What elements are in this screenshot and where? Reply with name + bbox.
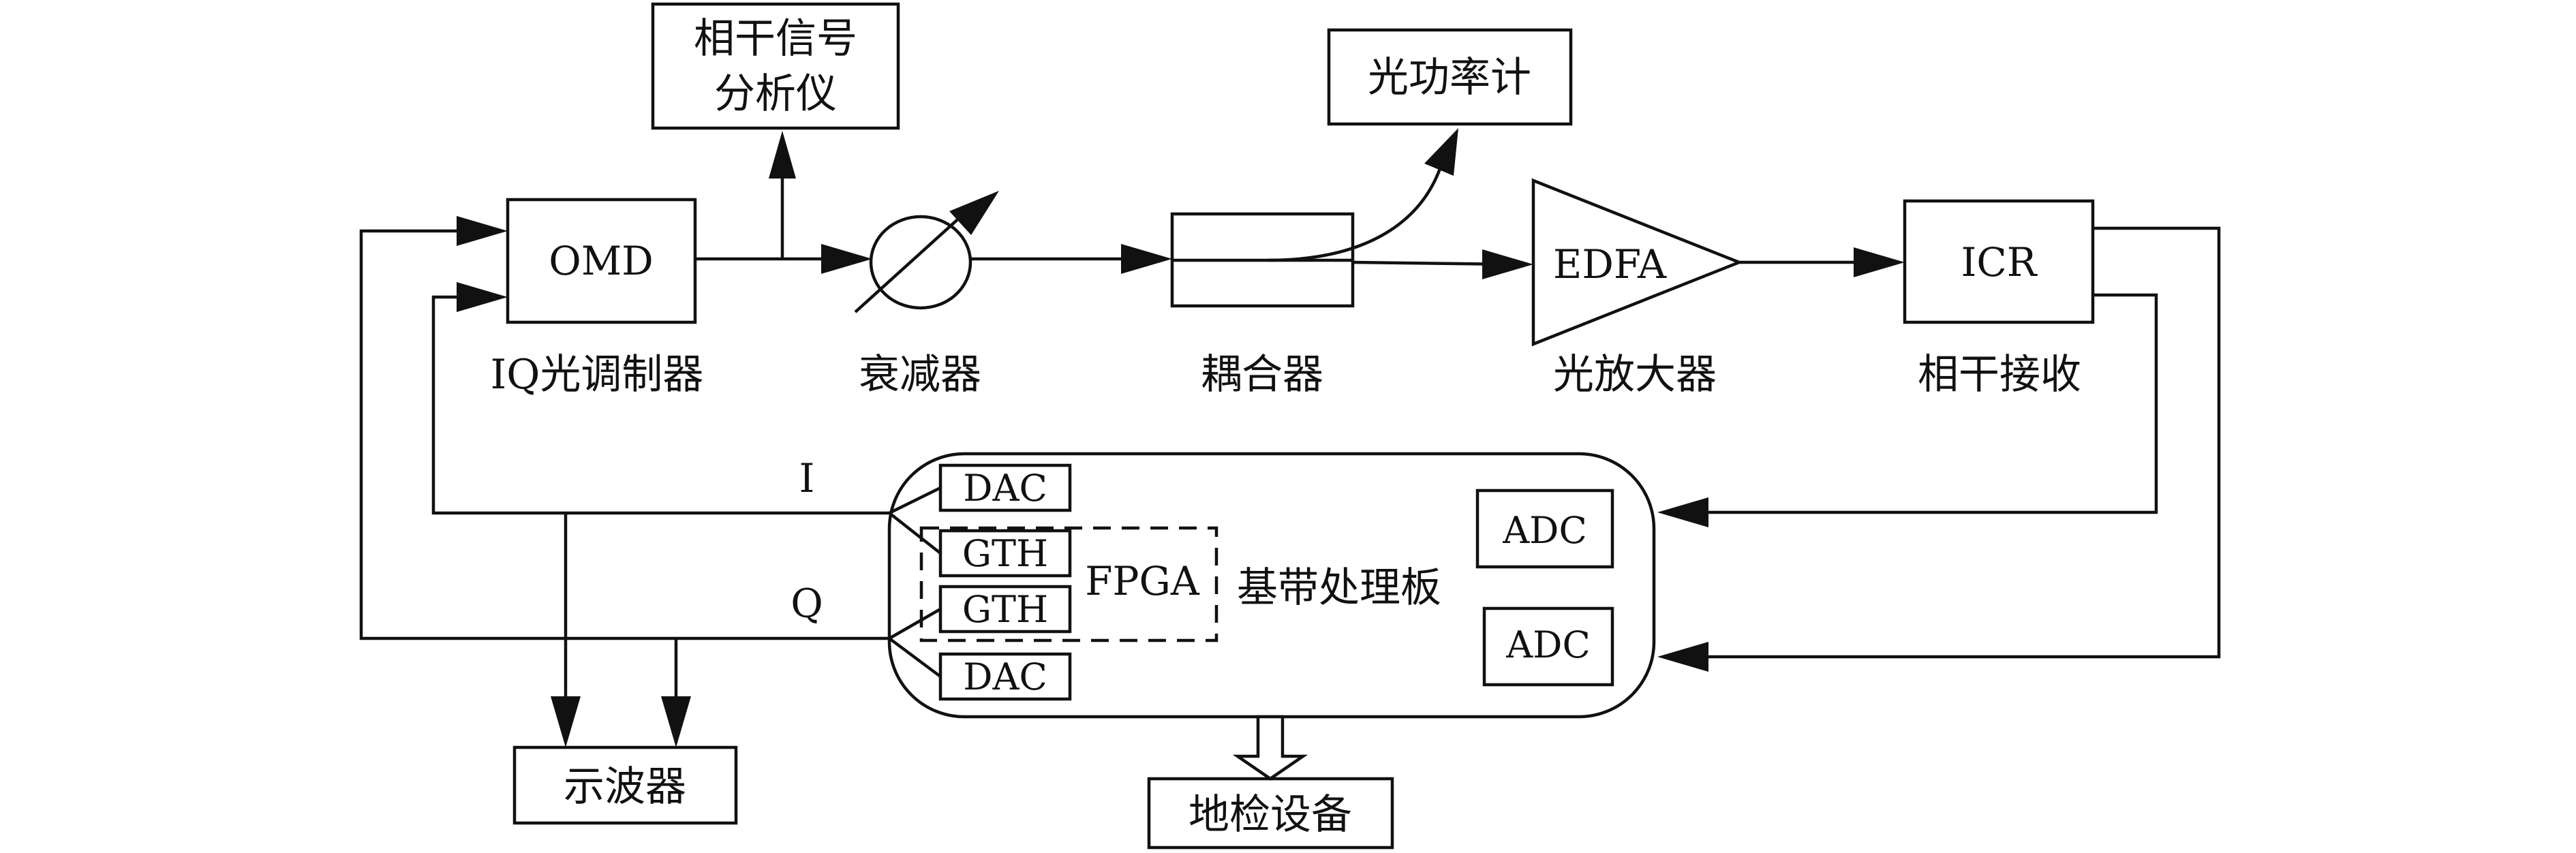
attenuator-circle [869, 215, 972, 310]
edfa-triangle [1531, 178, 1744, 347]
ground-equipment-label: 地检设备 [1189, 791, 1352, 839]
wire-q-fan [886, 608, 942, 678]
dac-bottom-label: DAC [963, 655, 1047, 698]
attenuator-label: 衰减器 [859, 351, 981, 399]
fpga-label: FPGA [1085, 558, 1200, 604]
adc-top-box [1475, 488, 1614, 569]
attenuator-diagonal [854, 214, 964, 313]
optical-power-meter-label: 光功率计 [1368, 54, 1531, 102]
wire-q-signal [359, 229, 889, 640]
arrow-into-coupler [1121, 244, 1172, 274]
attenuator-arrowhead [949, 191, 999, 235]
wire-icr-to-adc-bottom [1683, 226, 2221, 659]
omd-label: OMD [549, 238, 653, 284]
adc-bottom-box [1482, 606, 1614, 687]
wire-icr-to-adc-top [1683, 293, 2158, 514]
arrow-i-into-omd [457, 282, 508, 312]
wire-coupler-to-power-meter [1267, 164, 1443, 262]
edfa-label: EDFA [1553, 241, 1667, 288]
arrow-q-into-omd [457, 216, 508, 246]
wire-i-signal [431, 295, 889, 515]
omd-box [506, 198, 697, 324]
coherent-signal-analyzer-label-line2: 分析仪 [714, 70, 837, 118]
adc-bottom-label: ADC [1505, 623, 1591, 666]
hollow-arrow-to-ground-equipment [1232, 715, 1308, 781]
arrow-into-adc-bottom [1657, 642, 1708, 672]
coherent-signal-analyzer-box [651, 2, 900, 130]
oscilloscope-box [512, 745, 738, 825]
dac-top-box [938, 463, 1072, 512]
arrow-into-power-meter [1424, 128, 1458, 176]
optical-amplifier-label: 光放大器 [1553, 351, 1717, 399]
icr-label: ICR [1961, 239, 2038, 285]
fpga-dashed-region [919, 526, 1218, 642]
coherent-receiver-label: 相干接收 [1918, 351, 2081, 399]
oscilloscope-label: 示波器 [564, 763, 686, 811]
signal-q-label: Q [791, 580, 823, 627]
adc-top-label: ADC [1502, 509, 1587, 552]
arrow-q-into-oscilloscope [661, 696, 691, 747]
arrow-into-adc-top [1657, 497, 1708, 527]
dac-top-label: DAC [963, 467, 1047, 510]
optical-power-meter-box [1327, 28, 1573, 126]
arrow-into-analyzer [769, 131, 796, 179]
coherent-signal-analyzer-label-line1: 相干信号 [694, 15, 857, 63]
gth-top-label: GTH [962, 532, 1048, 575]
coupler-label: 耦合器 [1201, 351, 1323, 399]
wire-i-fan [886, 486, 942, 555]
gth-bottom-label: GTH [962, 588, 1048, 631]
arrow-i-into-oscilloscope [551, 696, 581, 747]
signal-i-label: I [799, 455, 815, 501]
arrow-into-icr [1854, 247, 1905, 277]
arrow-into-edfa [1482, 249, 1533, 279]
iq-modulator-label: IQ光调制器 [491, 351, 704, 399]
arrow-into-attenuator [821, 244, 872, 274]
icr-box [1903, 199, 2095, 324]
baseband-board-label: 基带处理板 [1237, 564, 1441, 612]
